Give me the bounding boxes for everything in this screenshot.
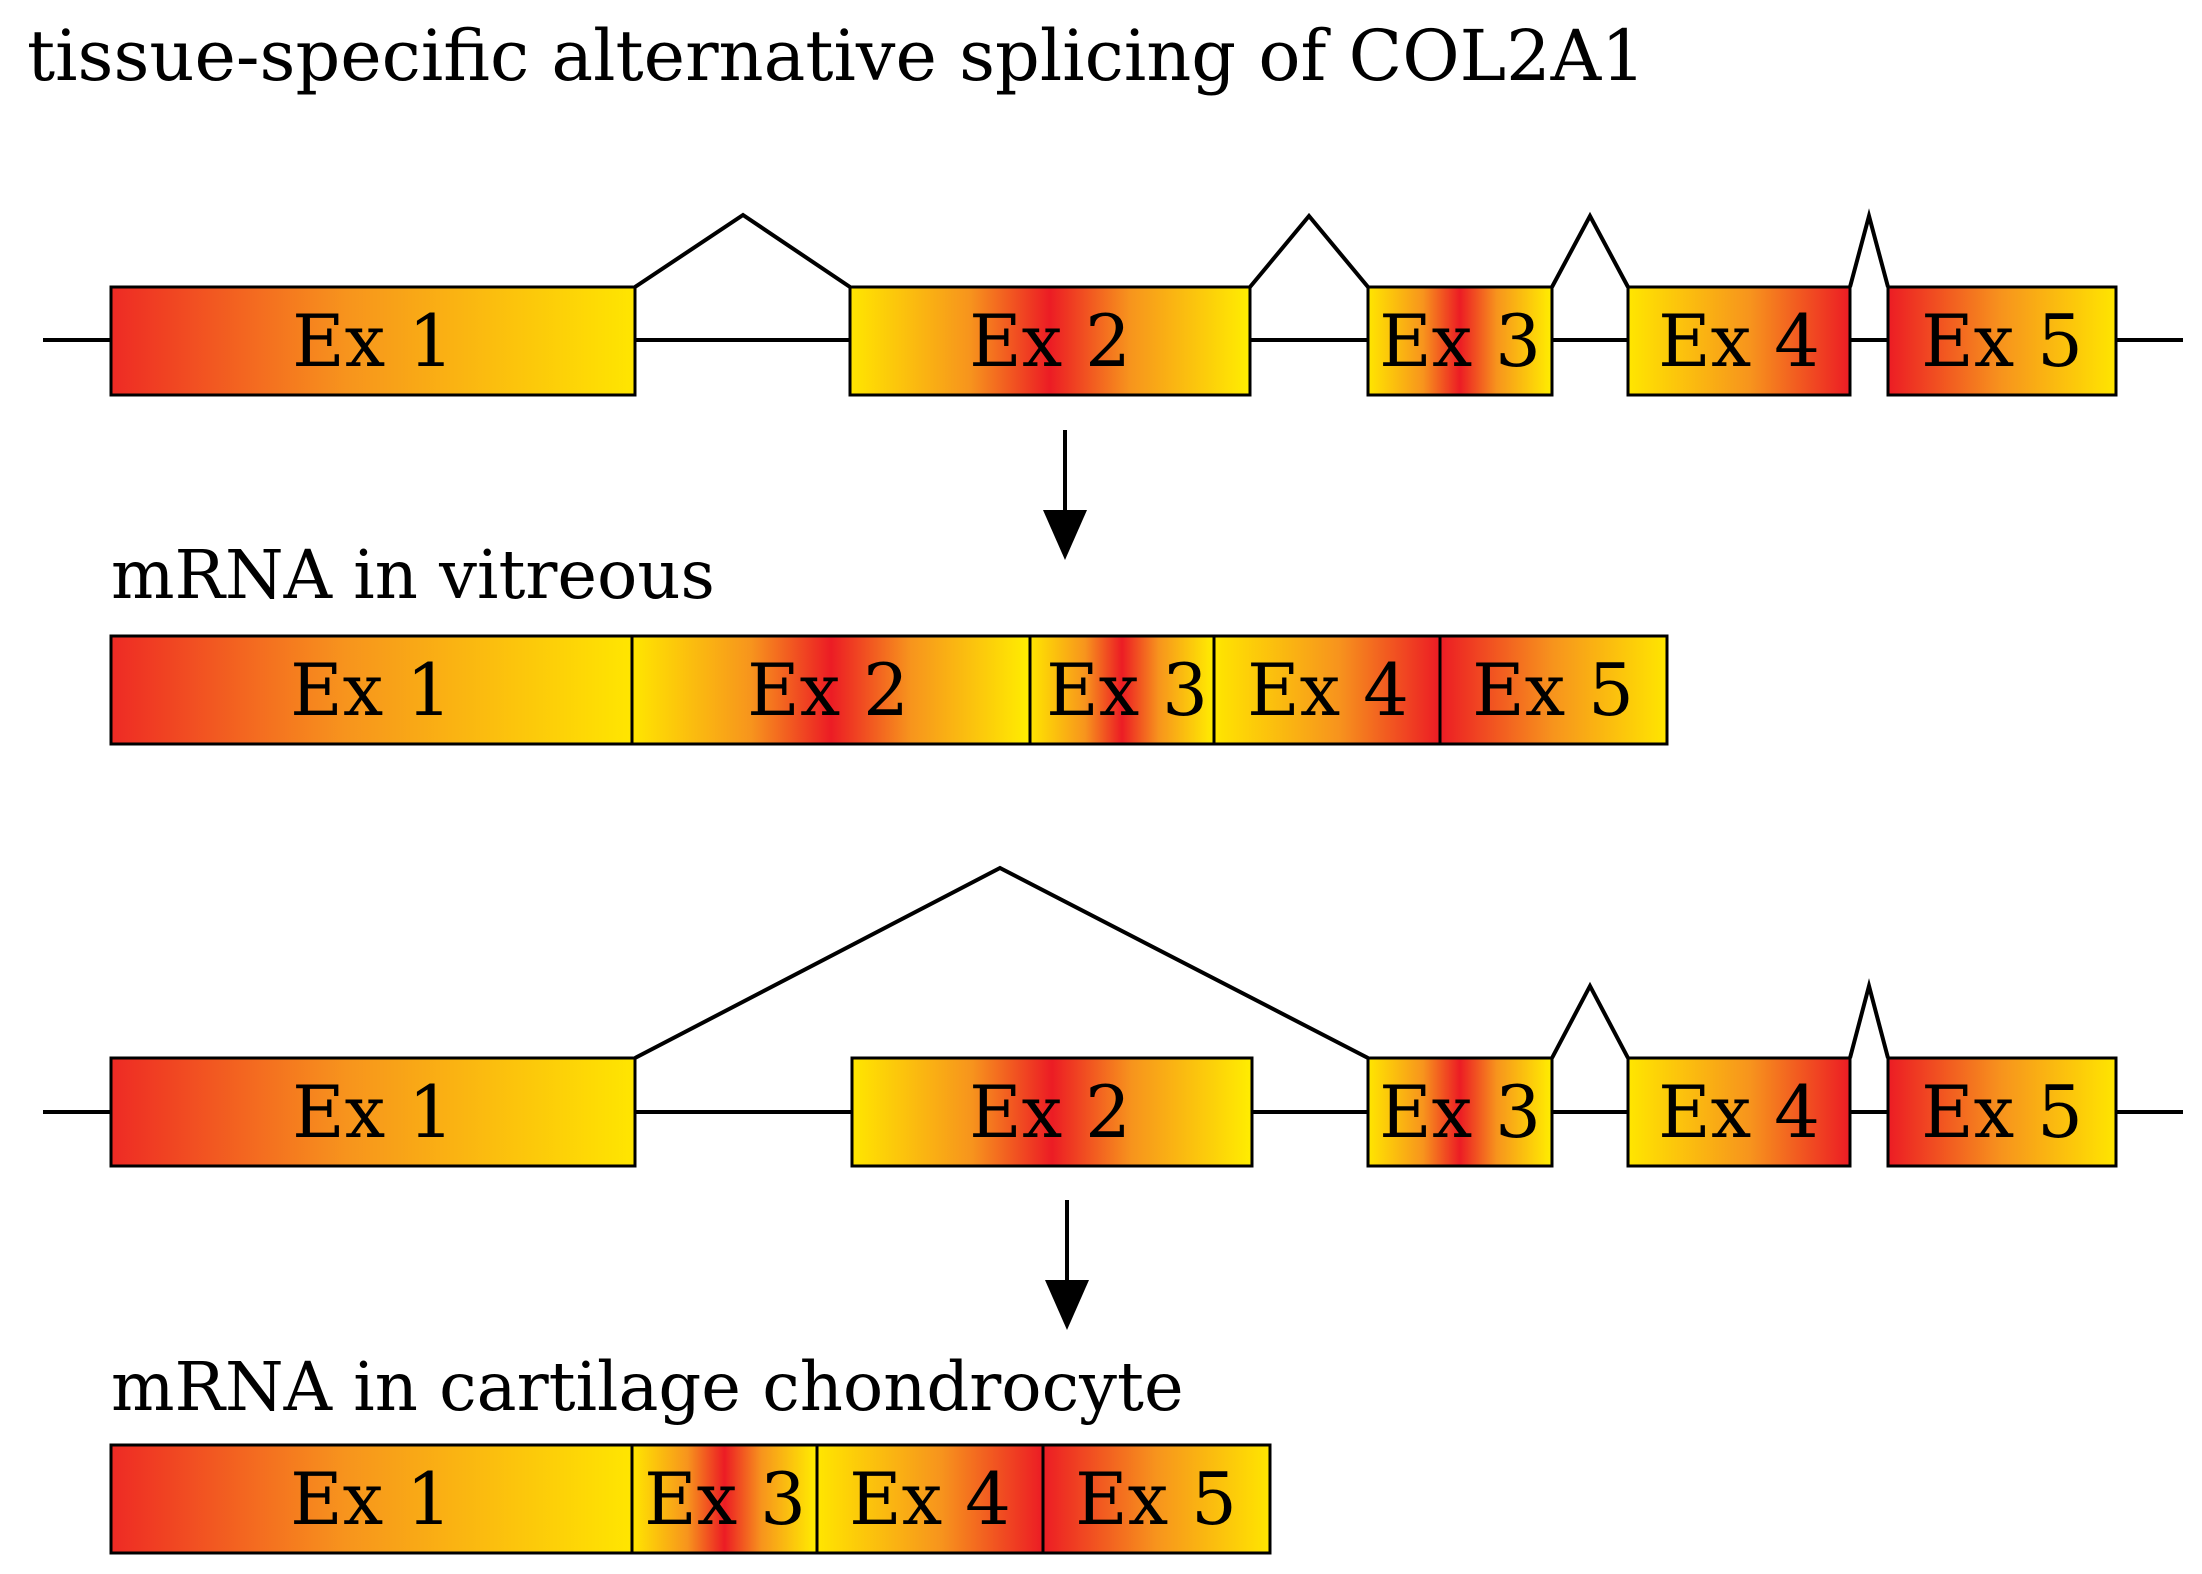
exon-3-label: Ex 3 [1046,648,1208,732]
exon-5 [1886,285,2118,397]
exon-4 [1212,634,1442,746]
gene-structure-top: Ex 1 Ex 2 Ex 3 Ex 4 Ex 5 [43,208,2183,397]
exon-4-label: Ex 4 [1247,648,1409,732]
splice-junction-3-4 [1550,981,1630,1059]
exon-3 [1366,285,1554,397]
splice-junction-4-5 [1848,208,1890,288]
down-arrow-icon [1045,1200,1089,1330]
exon-5-label: Ex 5 [1921,299,2083,383]
exon-2 [850,1056,1254,1168]
diagram-title: tissue-specific alternative splicing of … [27,15,1646,97]
down-arrow-icon [1043,430,1087,560]
exon-1 [109,285,637,397]
exon-4-label: Ex 4 [849,1457,1011,1541]
exon-1-label: Ex 1 [292,299,454,383]
exon-1 [109,1056,637,1168]
mrna-cartilage: Ex 1 Ex 3 Ex 4 Ex 5 [109,1443,1272,1555]
splice-junction-1-3 [634,865,1369,1060]
exon-2-label: Ex 2 [747,648,909,732]
exon-1-label: Ex 1 [290,1457,452,1541]
exon-5-label: Ex 5 [1075,1457,1237,1541]
exon-5 [1886,1056,2118,1168]
splice-junction-1-2 [633,212,852,289]
mrna-cartilage-label: mRNA in cartilage chondrocyte [111,1348,1184,1426]
exon-2-label: Ex 2 [969,1070,1131,1154]
mrna-vitreous-label: mRNA in vitreous [111,536,715,614]
gene-structure-bottom: Ex 1 Ex 2 Ex 3 Ex 4 Ex 5 [43,865,2183,1168]
exon-4 [1626,1056,1852,1168]
exon-5-label: Ex 5 [1921,1070,2083,1154]
exon-5 [1041,1443,1272,1555]
exon-4-label: Ex 4 [1658,299,1820,383]
exon-1-label: Ex 1 [292,1070,454,1154]
exon-3 [1028,634,1216,746]
exon-5-label: Ex 5 [1472,648,1634,732]
exon-3-label: Ex 3 [1379,1070,1541,1154]
exon-3-label: Ex 3 [644,1457,806,1541]
exon-4 [1626,285,1852,397]
exon-4 [815,1443,1045,1555]
exon-2-label: Ex 2 [969,299,1131,383]
exon-2 [630,634,1032,746]
exon-1-label: Ex 1 [290,648,452,732]
exon-3-label: Ex 3 [1379,299,1541,383]
splice-junction-2-3 [1248,212,1370,289]
exon-1 [109,634,634,746]
splice-junction-4-5 [1848,978,1890,1059]
mrna-vitreous: Ex 1 Ex 2 Ex 3 Ex 4 Ex 5 [109,634,1669,746]
exon-4-label: Ex 4 [1658,1070,1820,1154]
exon-2 [848,285,1252,397]
exon-5 [1438,634,1669,746]
exon-3 [1366,1056,1554,1168]
splice-junction-3-4 [1550,211,1630,288]
